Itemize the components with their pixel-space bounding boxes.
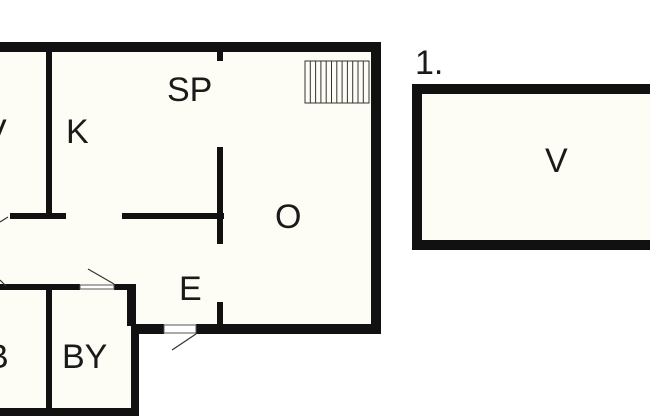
bottom-wall-by <box>0 408 138 416</box>
wall-k-bottom-left <box>10 213 66 219</box>
door-by-leaf <box>87 268 115 285</box>
door-entrance-leaf <box>171 333 197 351</box>
wall-v-k-divider <box>46 47 52 217</box>
bottom-wall-right <box>196 324 381 334</box>
wall-b-by-divider <box>46 286 52 412</box>
room-label-o: O <box>275 198 302 236</box>
right-unit-floor-fill <box>416 88 650 246</box>
by-right-wall-lower <box>131 324 139 416</box>
wall-o-divider <box>217 147 223 244</box>
right-unit-left-wall <box>412 84 422 250</box>
room-label-sp: SP <box>167 71 213 109</box>
wall-by-top-right <box>114 284 136 290</box>
interior-walls <box>0 47 224 412</box>
door-by-threshold <box>79 284 115 290</box>
room-label-k: K <box>66 113 89 151</box>
room-label-e: E <box>179 270 202 308</box>
door-left-leaf-top <box>0 216 9 223</box>
wall-b-top <box>0 284 80 290</box>
wall-k-bottom-right <box>122 213 224 219</box>
right-unit-walls <box>412 84 650 250</box>
doors <box>0 216 197 351</box>
room-label-b-left: B <box>0 340 9 374</box>
wall-sp-stub <box>217 47 223 61</box>
door-left-leaf-bottom <box>0 279 7 287</box>
top-wall <box>0 42 380 52</box>
floor-number-label: 1. <box>415 44 444 82</box>
lower-left-floor-fill <box>0 286 136 416</box>
wall-e-stub <box>217 302 223 328</box>
main-walls <box>0 42 381 416</box>
room-label-by: BY <box>62 338 108 376</box>
right-unit-top-wall <box>412 84 650 94</box>
by-right-wall-upper <box>127 286 136 326</box>
room-label-v-left: V <box>0 115 7 149</box>
right-wall <box>371 42 381 334</box>
door-entrance-threshold <box>163 324 197 334</box>
bottom-wall-left-stub <box>131 324 164 334</box>
right-unit-bottom-wall <box>412 240 650 250</box>
stairs-icon <box>304 60 370 104</box>
room-label-v-right: V <box>545 142 568 180</box>
stair-treads <box>309 61 364 103</box>
